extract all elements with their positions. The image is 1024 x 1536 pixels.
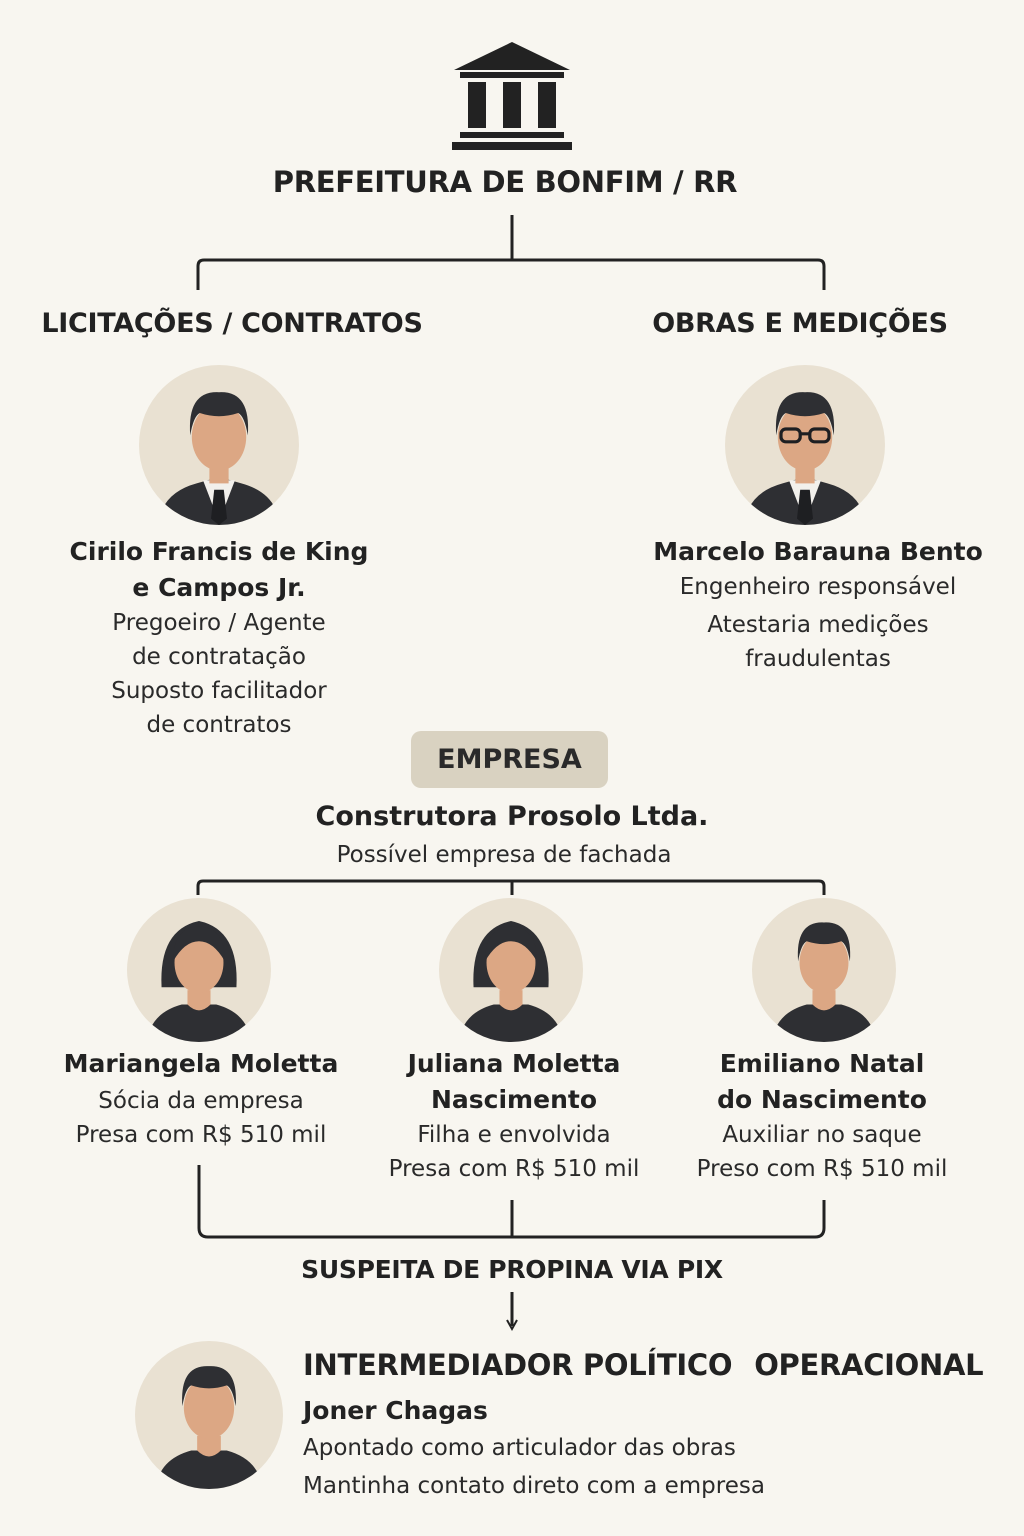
page-title: PREFEITURA DE BONFIM / RR (272, 165, 738, 199)
intermediary-block: INTERMEDIADOR POLÍTICO OPERACIONAL Joner … (303, 1345, 984, 1505)
person-note: Atestaria medições (707, 612, 929, 638)
person-role: Sócia da empresa (98, 1088, 304, 1114)
intermediary-heading-2: OPERACIONAL (754, 1348, 984, 1382)
government-building-icon (452, 42, 572, 150)
avatar-mariangela (127, 898, 271, 1042)
person-note: de contratos (146, 712, 292, 738)
person-name: e Campos Jr. (132, 573, 306, 602)
person-note: fraudulentas (745, 646, 891, 672)
person-cirilo: Cirilo Francis de King e Campos Jr. Preg… (70, 534, 369, 742)
person-note: Suposto facilitador (111, 678, 327, 704)
avatar-joner (135, 1341, 283, 1489)
intermediary-heading: INTERMEDIADOR POLÍTICO (303, 1348, 733, 1382)
person-role: Pregoeiro / Agente (112, 610, 326, 636)
avatar-juliana (439, 898, 583, 1042)
person-role: Engenheiro responsável (679, 574, 957, 600)
person-name: do Nascimento (717, 1085, 927, 1114)
person-mariangela: Mariangela Moletta Sócia da empresa Pres… (64, 1046, 339, 1152)
company-name: Construtora Prosolo Ltda. (315, 801, 709, 832)
person-note: Preso com R$ 510 mil (696, 1156, 948, 1182)
person-name: Cirilo Francis de King (69, 537, 369, 566)
person-role: Auxiliar no saque (722, 1122, 922, 1148)
intermediary-note: Mantinha contato direto com a empresa (303, 1473, 765, 1499)
person-note: Presa com R$ 510 mil (388, 1156, 640, 1182)
person-name: Mariangela Moletta (63, 1049, 339, 1078)
person-name: Marcelo Barauna Bento (653, 537, 983, 566)
person-name: Juliana Moletta (407, 1049, 621, 1078)
person-role: Filha e envolvida (417, 1122, 611, 1148)
intermediary-role: Apontado como articulador das obras (303, 1435, 736, 1461)
intermediary-name: Joner Chagas (303, 1396, 488, 1425)
person-juliana: Juliana Moletta Nascimento Filha e envol… (389, 1046, 640, 1186)
company-badge: EMPRESA (411, 731, 608, 788)
person-name: Nascimento (431, 1085, 597, 1114)
avatar-cirilo (139, 365, 299, 525)
person-name: Emiliano Natal (719, 1049, 925, 1078)
avatar-emiliano (752, 898, 896, 1042)
person-marcelo: Marcelo Barauna Bento Engenheiro respons… (653, 534, 983, 676)
person-role: de contratação (132, 644, 306, 670)
company-description: Possível empresa de fachada (336, 842, 672, 868)
person-emiliano: Emiliano Natal do Nascimento Auxiliar no… (697, 1046, 948, 1186)
avatar-marcelo (725, 365, 885, 525)
person-note: Presa com R$ 510 mil (75, 1122, 327, 1148)
link-label: SUSPEITA DE PROPINA VIA PIX (301, 1255, 723, 1284)
branch-label-licitacoes: LICITAÇÕES / CONTRATOS (41, 308, 423, 339)
branch-label-obras: OBRAS E MEDIÇÕES (652, 308, 948, 339)
